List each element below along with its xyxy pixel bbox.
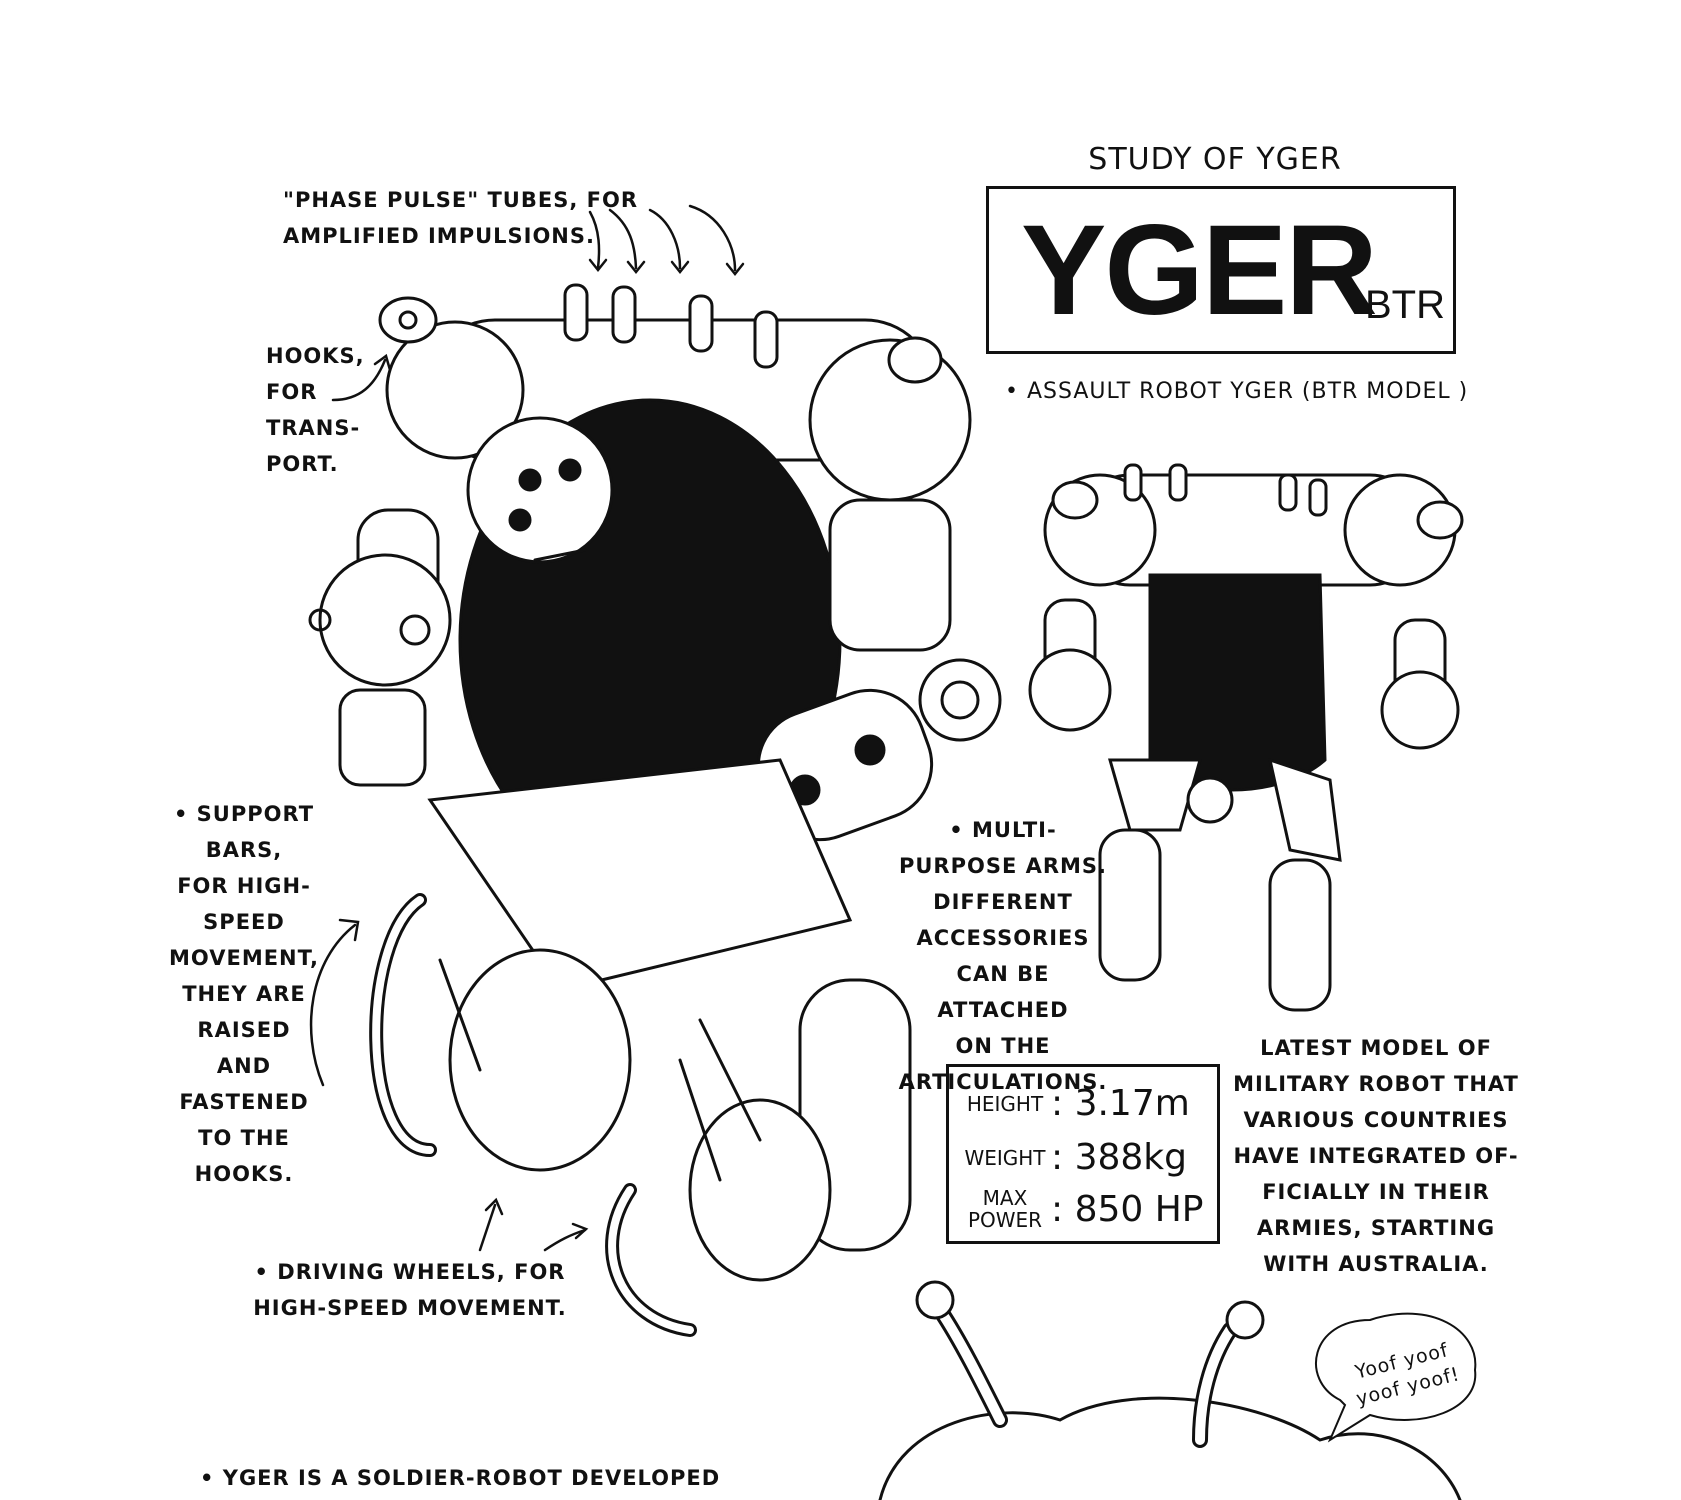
annotation-line: "Phase pulse" tubes, for — [283, 188, 638, 212]
annotation-hooks: Hooks, for trans- port. — [266, 338, 365, 482]
spec-row-power: Max power : 850 HP — [959, 1187, 1204, 1231]
annotation-line: trans- — [266, 416, 361, 440]
annotation-line: purpose arms. — [898, 854, 1108, 878]
annotation-line: • Support — [173, 802, 315, 826]
annotation-line: bars, — [205, 838, 283, 862]
annotation-line: movement, — [169, 946, 319, 970]
annotation-line: on the — [955, 1034, 1051, 1058]
spec-value: : 850 HP — [1051, 1188, 1204, 1230]
annotation-support-bars: • Support bars, for high- speed movement… — [160, 796, 328, 1192]
annotation-line: articulations. — [898, 1070, 1108, 1094]
annotation-line: for — [266, 380, 318, 404]
annotation-line: and — [216, 1054, 272, 1078]
annotation-line: speed — [203, 910, 285, 934]
spec-box: Height : 3.17m Weight : 388kg Max power … — [946, 1064, 1220, 1244]
annotation-line: fastened — [179, 1090, 309, 1114]
annotation-line: various countries — [1243, 1108, 1509, 1132]
annotation-line: Hooks, — [266, 344, 365, 368]
annotation-line: have integrated of- — [1233, 1144, 1519, 1168]
annotation-line: hooks. — [194, 1162, 294, 1186]
title-box: YGER BTR — [986, 186, 1456, 354]
annotation-line: can be attached — [937, 962, 1069, 1022]
annotation-line: they are — [182, 982, 306, 1006]
annotation-arrows — [309, 204, 745, 1252]
bottom-robot-drawing — [878, 1280, 1462, 1500]
annotation-arms: • Multi- purpose arms. Different accesso… — [888, 812, 1118, 1100]
spec-label: Max power — [967, 1186, 1043, 1232]
main-robot-drawing — [308, 283, 1002, 1337]
annotation-line: armies, starting — [1256, 1216, 1496, 1240]
annotation-line: high-speed movement. — [253, 1296, 567, 1320]
annotation-line: • Multi- — [949, 818, 1057, 842]
annotation-wheels: • Driving wheels, for high-speed movemen… — [240, 1254, 580, 1326]
annotation-line: amplified impulsions. — [283, 224, 595, 248]
annotation-line: port. — [266, 452, 339, 476]
annotation-phase-pulse: "Phase pulse" tubes, for amplified impul… — [283, 182, 638, 254]
annotation-line: for high- — [177, 874, 311, 898]
spec-row-weight: Weight : 388kg — [959, 1137, 1187, 1178]
annotation-line: Latest model of — [1260, 1036, 1492, 1060]
study-title: Study of Yger — [1088, 142, 1342, 177]
annotation-line: accessories — [916, 926, 1090, 950]
annotation-line: ficially in their — [1262, 1180, 1490, 1204]
page-title: YGER — [1021, 199, 1378, 342]
annotation-line: Different — [933, 890, 1073, 914]
model-description: • Assault robot Yger (BTR model ) — [1005, 379, 1469, 404]
annotation-line: with Australia. — [1263, 1252, 1489, 1276]
rear-view-robot-drawing — [1028, 463, 1464, 1012]
annotation-line: military robot that — [1233, 1072, 1519, 1096]
annotation-line: • Driving wheels, for — [254, 1260, 566, 1284]
spec-value: : 388kg — [1051, 1137, 1187, 1178]
spec-row-height: Height : 3.17m — [959, 1083, 1190, 1124]
model-code: BTR — [1365, 283, 1445, 327]
annotation-line: raised — [197, 1018, 291, 1042]
footer-text: • Yger is a soldier-robot developed — [200, 1466, 721, 1490]
annotation-latest-model: Latest model of military robot that vari… — [1226, 1030, 1526, 1282]
spec-value: : 3.17m — [1051, 1083, 1190, 1124]
spec-label: Height — [966, 1091, 1044, 1116]
spec-label: Weight — [964, 1145, 1046, 1170]
annotation-line: to the — [198, 1126, 290, 1150]
